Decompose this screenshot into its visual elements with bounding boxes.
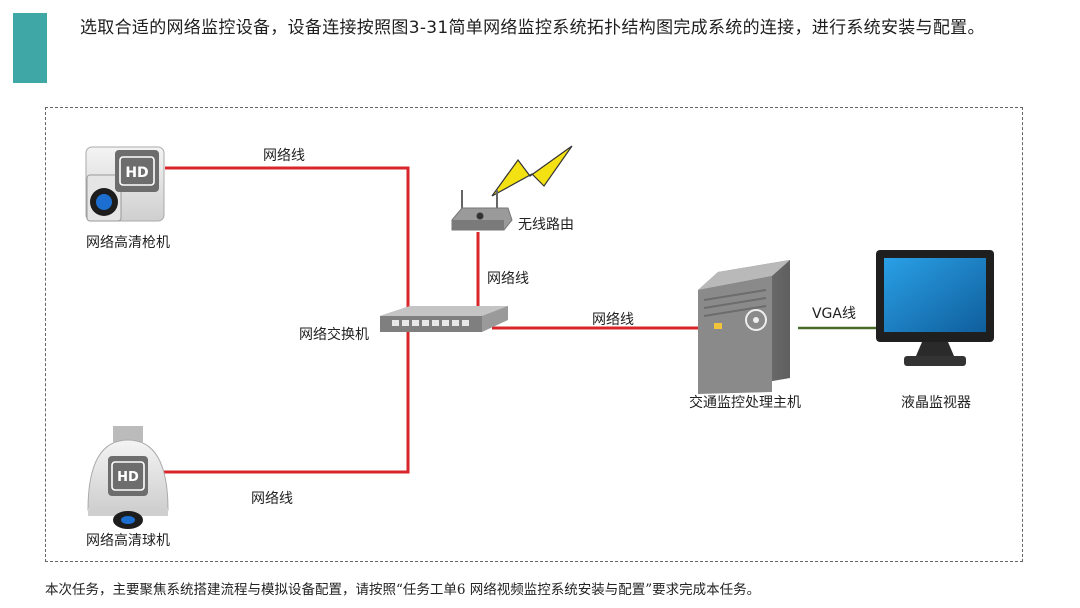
server-icon [698, 260, 790, 394]
label-cable-camera-top: 网络线 [263, 148, 305, 164]
footer-note: 本次任务，主要聚焦系统搭建流程与模拟设备配置，请按照“任务工单6 网络视频监控系… [45, 582, 761, 598]
task-heading: 选取合适的网络监控设备，设备连接按照图3-31简单网络监控系统拓扑结构图完成系统… [80, 18, 985, 38]
label-switch: 网络交换机 [299, 326, 369, 343]
label-cable-host: 网络线 [592, 312, 634, 328]
label-router: 无线路由 [518, 217, 574, 233]
router-icon [451, 190, 513, 231]
label-dome-camera: 网络高清球机 [86, 532, 170, 549]
network-cables [160, 166, 698, 474]
label-cable-vga: VGA线 [812, 306, 856, 322]
camera-icon: HD [85, 146, 165, 222]
label-bullet-camera: 网络高清枪机 [86, 234, 170, 251]
cable-camera-bottom [160, 330, 410, 474]
label-host: 交通监控处理主机 [689, 394, 801, 411]
accent-bar [13, 13, 47, 83]
switch-icon [380, 306, 508, 332]
monitor-icon [876, 250, 994, 366]
hd-badge: HD [117, 470, 139, 485]
label-cable-camera-bottom: 网络线 [251, 491, 293, 507]
dome-camera-icon: HD [87, 426, 169, 529]
label-cable-router: 网络线 [487, 271, 529, 287]
hd-badge: HD [125, 165, 148, 181]
lightning-icon [491, 145, 573, 197]
diagram-frame [45, 107, 1023, 562]
label-monitor: 液晶监视器 [901, 395, 971, 411]
cable-camera-top [165, 166, 410, 318]
